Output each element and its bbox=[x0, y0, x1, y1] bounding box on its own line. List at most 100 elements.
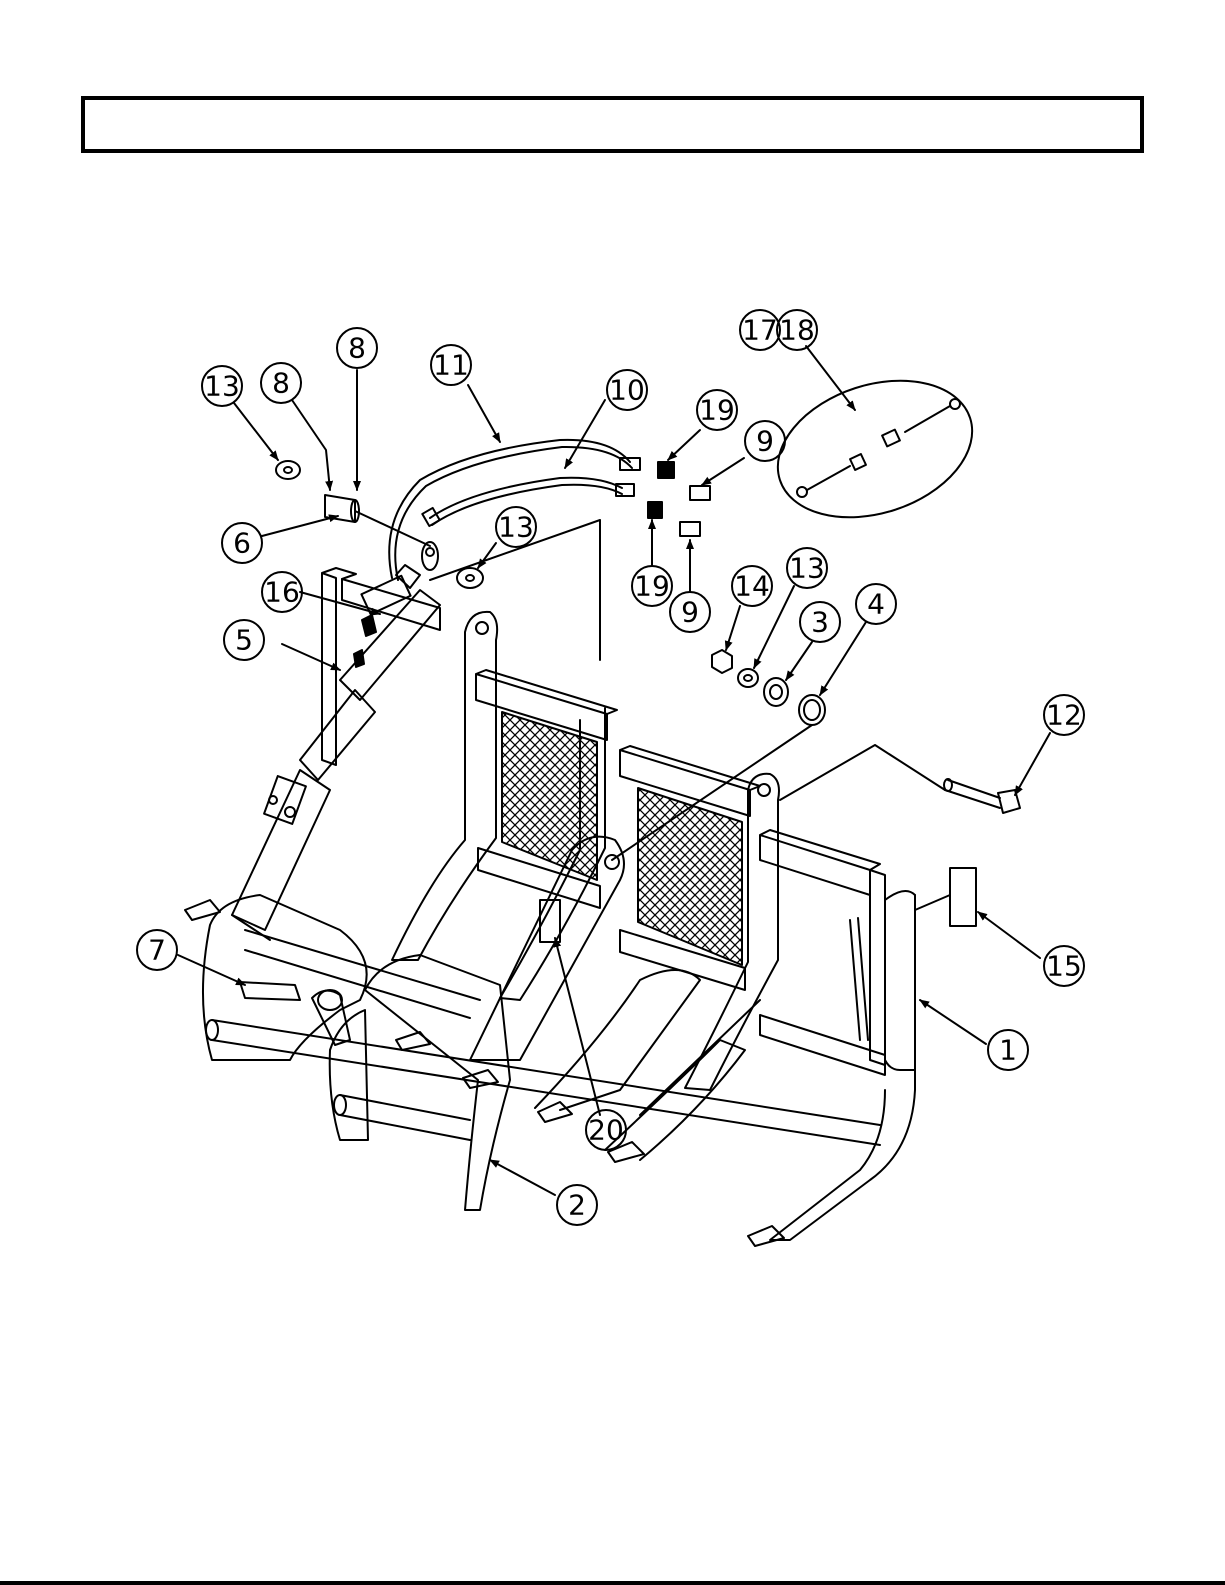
fittings bbox=[616, 458, 710, 536]
bushing-3 bbox=[764, 678, 788, 706]
callout-label-20: 20 bbox=[588, 1114, 624, 1147]
cable-end-b bbox=[850, 454, 866, 470]
tine-lower-3 bbox=[330, 1010, 368, 1140]
washer-13c bbox=[738, 669, 758, 687]
leader-14 bbox=[726, 606, 740, 650]
bushing-3-bore bbox=[770, 685, 782, 699]
leader-7 bbox=[178, 955, 245, 985]
cross-tube-rear bbox=[245, 930, 480, 1018]
decal-7 bbox=[240, 982, 300, 1000]
callout-label-13c: 13 bbox=[789, 552, 825, 585]
cylinder-fitting bbox=[362, 615, 376, 636]
leader-3 bbox=[786, 642, 812, 680]
callout-label-14: 14 bbox=[734, 570, 770, 603]
callout-label-6: 6 bbox=[233, 527, 251, 560]
callout-label-15: 15 bbox=[1046, 950, 1082, 983]
washer-13c-hole bbox=[744, 675, 752, 681]
leader-19a bbox=[668, 430, 700, 460]
callout-label-7: 7 bbox=[148, 934, 166, 967]
tine-tip-6 bbox=[748, 1226, 784, 1246]
mount-inner-bar bbox=[850, 918, 868, 1040]
tine-pin-hole bbox=[476, 622, 488, 634]
bottom-rule bbox=[0, 1581, 1225, 1585]
washer-13b bbox=[457, 568, 483, 588]
clevis-hole bbox=[285, 807, 295, 817]
clevis-hole-2 bbox=[269, 796, 277, 804]
callout-label-18: 18 bbox=[779, 314, 815, 347]
grapple-arm bbox=[240, 837, 624, 1060]
washer-13a-hole bbox=[284, 467, 292, 473]
leader-10 bbox=[565, 400, 605, 468]
plug-9a bbox=[690, 486, 710, 500]
cable-b bbox=[807, 466, 850, 490]
leader-18 bbox=[806, 346, 855, 410]
tine-tip-4 bbox=[538, 1102, 572, 1122]
leader-12 bbox=[1015, 733, 1050, 795]
adapter-19a bbox=[658, 462, 674, 478]
mount-frame bbox=[322, 520, 945, 1240]
leader-20 bbox=[555, 938, 600, 1115]
decal-15 bbox=[950, 868, 976, 926]
callout-label-9b: 9 bbox=[681, 596, 699, 629]
callout-label-17: 17 bbox=[742, 314, 778, 347]
callout-label-12: 12 bbox=[1046, 699, 1082, 732]
tube-end bbox=[206, 1020, 218, 1040]
callout-label-9a: 9 bbox=[756, 425, 774, 458]
pin-center-line bbox=[355, 511, 430, 546]
leader-13b bbox=[478, 543, 496, 568]
adapter-19b bbox=[648, 502, 662, 518]
mesh-screen-right bbox=[638, 788, 742, 965]
cable-end-a bbox=[882, 430, 900, 447]
nut-14 bbox=[712, 650, 732, 673]
cylinder-collar bbox=[300, 690, 375, 780]
washer-13b-hole bbox=[466, 575, 474, 581]
leader-11 bbox=[468, 385, 500, 442]
bolt-12 bbox=[944, 779, 1020, 813]
callout-label-11: 11 bbox=[433, 349, 469, 382]
leader-2 bbox=[490, 1160, 555, 1195]
leader-1 bbox=[920, 1000, 986, 1044]
bolt-shank bbox=[945, 780, 1000, 808]
manual-holder-17-18 bbox=[760, 357, 990, 541]
leader-20b bbox=[640, 1000, 760, 1115]
bushing-4-bore bbox=[804, 700, 820, 720]
mount-inner-post-right bbox=[870, 870, 885, 1065]
leader-13a bbox=[234, 403, 278, 460]
cable-loop-a bbox=[950, 399, 960, 409]
tine-upright-left bbox=[392, 612, 497, 960]
mount-side-plate bbox=[885, 891, 915, 1070]
cylinder-fitting-2 bbox=[354, 650, 364, 667]
callout-label-8b: 8 bbox=[348, 332, 366, 365]
callout-label-19a: 19 bbox=[699, 394, 735, 427]
callout-label-2: 2 bbox=[568, 1189, 586, 1222]
callout-label-16: 16 bbox=[264, 576, 300, 609]
cross-tube-mid bbox=[340, 1095, 470, 1140]
bolt-leader-lines bbox=[780, 745, 945, 800]
callout-label-4: 4 bbox=[867, 588, 885, 621]
callout-label-3: 3 bbox=[811, 606, 829, 639]
leader-16 bbox=[300, 592, 380, 614]
callout-label-10: 10 bbox=[609, 374, 645, 407]
cylinder-base bbox=[232, 915, 270, 940]
detail-ellipse bbox=[760, 357, 990, 541]
cylinder-barrel bbox=[232, 770, 330, 930]
pivot-boss bbox=[318, 990, 342, 1010]
tine-curve-right bbox=[535, 970, 700, 1110]
tine-pin-hole-right bbox=[758, 784, 770, 796]
callout-label-5: 5 bbox=[235, 624, 253, 657]
tube-end-2 bbox=[334, 1095, 346, 1115]
leader-5 bbox=[282, 644, 340, 670]
callout-label-13b: 13 bbox=[498, 511, 534, 544]
callout-label-13a: 13 bbox=[204, 370, 240, 403]
callout-label-8a: 8 bbox=[272, 367, 290, 400]
cable-loop-b bbox=[797, 487, 807, 497]
leader-15 bbox=[978, 912, 1040, 958]
decal-15-leader bbox=[915, 895, 950, 910]
washer-13a bbox=[276, 461, 300, 479]
cross-tube-front bbox=[212, 1020, 880, 1145]
mesh-screen-left bbox=[502, 712, 597, 880]
callout-label-1: 1 bbox=[999, 1034, 1017, 1067]
plug-9b bbox=[680, 522, 700, 536]
callout-label-19b: 19 bbox=[634, 570, 670, 603]
